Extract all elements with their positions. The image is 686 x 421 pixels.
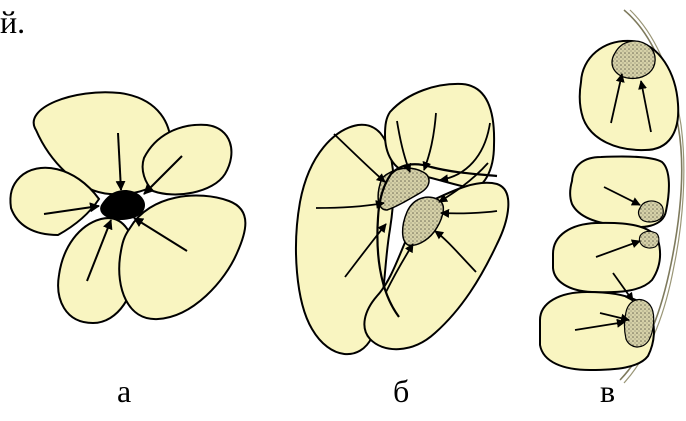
panel-v-hatched-space-3 bbox=[639, 231, 659, 248]
panel-a-label: а bbox=[117, 375, 131, 407]
panel-v-hatched-space-2 bbox=[639, 201, 664, 222]
panel-v bbox=[540, 10, 684, 383]
panel-b bbox=[296, 84, 508, 354]
panel-a bbox=[10, 92, 245, 323]
panel-v-label: в bbox=[600, 375, 615, 407]
panel-b-label: б bbox=[393, 375, 409, 407]
panel-v-hatched-space-4 bbox=[625, 300, 654, 347]
